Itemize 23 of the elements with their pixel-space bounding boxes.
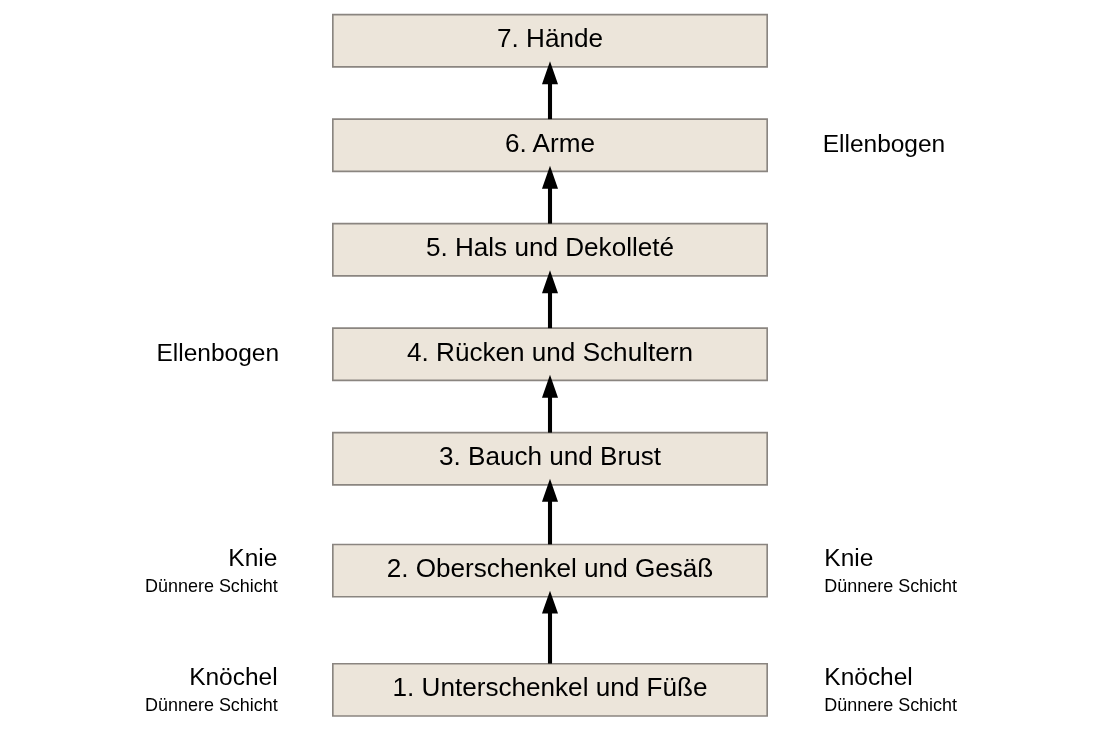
arrow: [542, 590, 558, 664]
node-box: 5. Hals und Dekolleté: [332, 222, 768, 277]
node-label: Dünnere Schicht: [824, 575, 958, 596]
node-label: Dünnere Schicht: [145, 575, 278, 596]
node-label: Knöchel: [824, 662, 913, 690]
node-label: Knie: [824, 543, 874, 571]
arrow: [542, 374, 558, 433]
node-label: Ellenbogen: [822, 129, 946, 157]
node-box: 6. Arme: [332, 118, 768, 173]
node-box: 7. Hände: [332, 13, 768, 68]
arrow: [542, 478, 558, 545]
arrow: [542, 270, 558, 329]
node-box: 4. Rücken und Schultern: [332, 327, 768, 382]
arrow: [542, 165, 558, 224]
node-box: 3. Bauch und Brust: [332, 431, 768, 486]
node-label: Knöchel: [189, 662, 278, 690]
node-box: 1. Unterschenkel und Füße: [332, 662, 768, 717]
node-label: Dünnere Schicht: [824, 694, 958, 715]
node-label: Dünnere Schicht: [145, 694, 278, 715]
node-box: 2. Oberschenkel und Gesäß: [332, 543, 768, 598]
node-label: Knie: [228, 543, 278, 571]
node-label: Ellenbogen: [156, 338, 280, 366]
arrow: [542, 61, 558, 120]
